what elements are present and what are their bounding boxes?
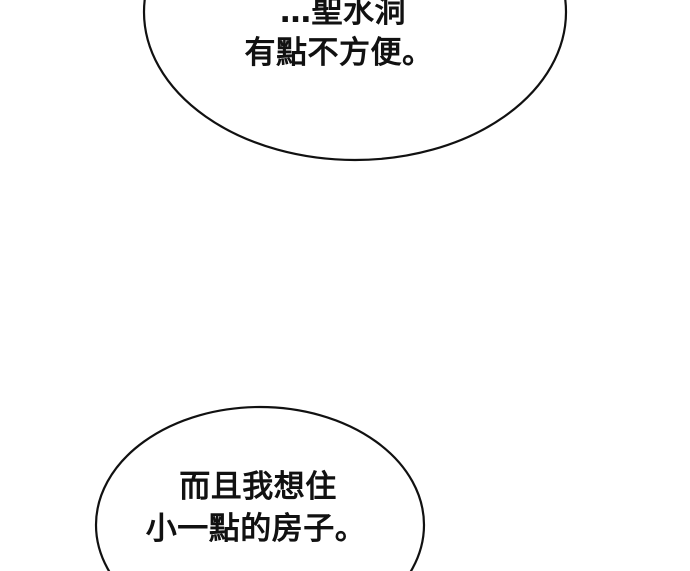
speech-bubble-bottom (94, 405, 426, 571)
speech-bubble-top (142, 0, 568, 162)
